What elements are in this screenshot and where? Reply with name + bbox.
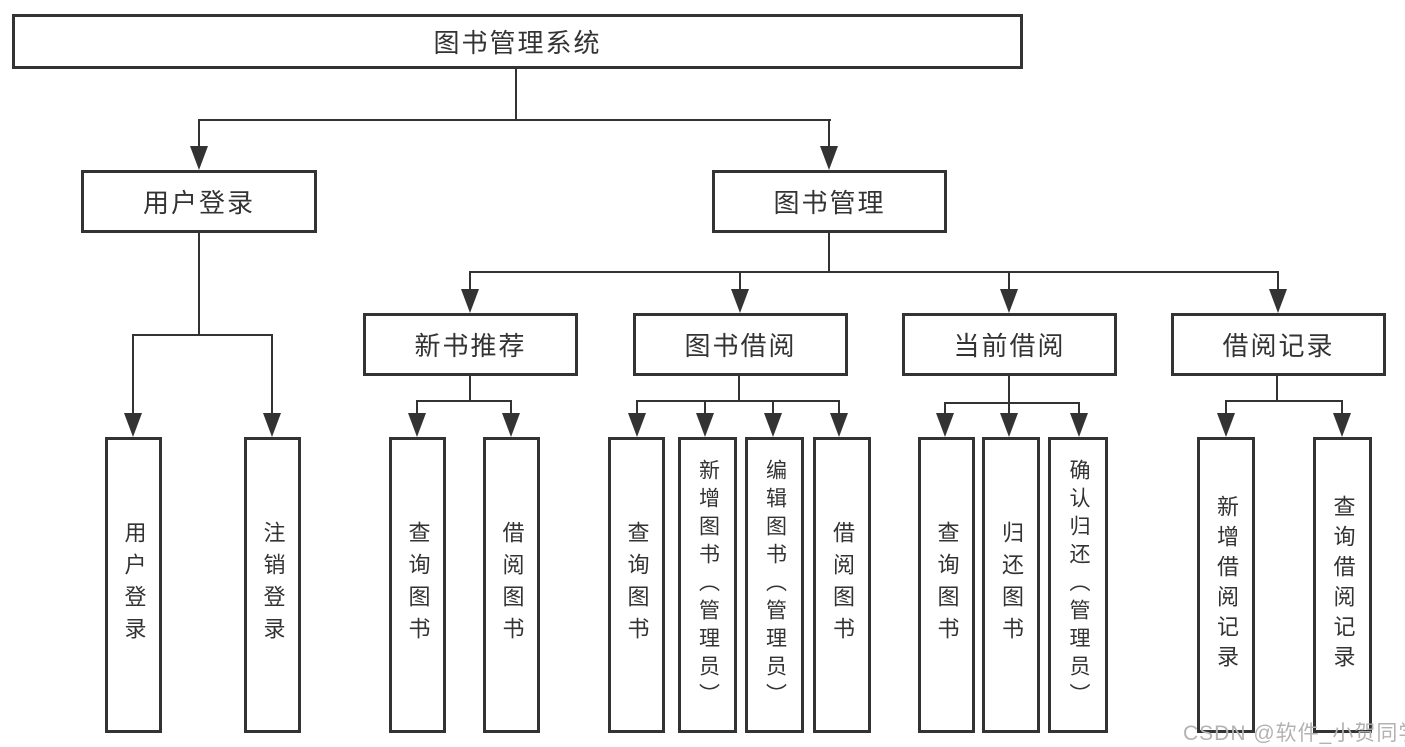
leaf-borrow-query-books: 查询图书: [608, 437, 665, 733]
leaf-return-book: 归还图书: [982, 437, 1040, 733]
connector-mgmt-drop-4: [1277, 271, 1279, 293]
connector-borrow-drop-2: [704, 400, 706, 418]
connector-mgmt-stem: [828, 233, 830, 273]
connector-current-drop-2: [1008, 402, 1010, 418]
connector-current-bar: [944, 402, 1080, 404]
leaf-user-login: 用户登录: [105, 437, 162, 733]
leaf-logout: 注销登录: [244, 437, 301, 733]
connector-current-stem: [1008, 376, 1010, 404]
leaf-add-borrow-record: 新增借阅记录: [1197, 437, 1255, 733]
arrowhead-borrow-leaf-1: [628, 413, 646, 437]
connector-borrow-drop-4: [838, 400, 840, 418]
leaf-add-book-admin: 新增图书（管理员）: [678, 437, 737, 733]
arrowhead-records-leaf-2: [1333, 413, 1351, 437]
leaf-edit-book-admin: 编辑图书（管理员）: [745, 437, 804, 733]
arrowhead-book-mgmt: [820, 146, 838, 170]
arrowhead-login-leaf-2: [263, 413, 281, 437]
arrowhead-rec-leaf-2: [502, 413, 520, 437]
connector-user-login-drop: [198, 119, 200, 151]
arrowhead-book-borrow: [731, 289, 749, 313]
node-root: 图书管理系统: [12, 14, 1023, 69]
node-user-login: 用户登录: [81, 170, 317, 233]
connector-rec-bar: [416, 400, 512, 402]
arrowhead-borrow-records: [1269, 289, 1287, 313]
connector-mgmt-bar: [469, 271, 1279, 273]
watermark: CSDN @软件_小贺同学: [1183, 722, 1405, 745]
connector-rec-drop-1: [416, 400, 418, 418]
connector-login-drop-1: [132, 334, 134, 416]
leaf-confirm-return-admin: 确认归还（管理员）: [1048, 437, 1108, 733]
connector-login-bar: [132, 334, 273, 336]
arrowhead-current-leaf-3: [1070, 413, 1088, 437]
node-current-borrow: 当前借阅: [902, 313, 1117, 376]
leaf-rec-query-books: 查询图书: [389, 437, 446, 733]
leaf-query-borrow-record: 查询借阅记录: [1313, 437, 1372, 733]
arrowhead-current-leaf-2: [1000, 413, 1018, 437]
node-borrow-records: 借阅记录: [1171, 313, 1386, 376]
arrowhead-current-leaf-1: [936, 413, 954, 437]
connector-root-bar: [198, 119, 831, 121]
arrowhead-current-borrow: [1000, 289, 1018, 313]
connector-borrow-bar: [636, 400, 840, 402]
connector-records-stem: [1276, 376, 1278, 402]
connector-root-stem: [515, 69, 517, 120]
connector-borrow-stem: [738, 376, 740, 402]
leaf-current-query-books: 查询图书: [918, 437, 975, 733]
connector-current-drop-3: [1078, 402, 1080, 418]
arrowhead-user-login: [190, 146, 208, 170]
node-book-mgmt: 图书管理: [712, 170, 947, 233]
connector-records-drop-1: [1225, 400, 1227, 418]
connector-login-drop-2: [271, 334, 273, 416]
connector-current-drop-1: [944, 402, 946, 418]
connector-book-mgmt-drop: [828, 119, 830, 151]
connector-rec-drop-2: [510, 400, 512, 418]
connector-records-bar: [1225, 400, 1343, 402]
connector-mgmt-drop-1: [469, 271, 471, 293]
connector-mgmt-drop-3: [1008, 271, 1010, 293]
arrowhead-records-leaf-1: [1217, 413, 1235, 437]
node-new-book-rec: 新书推荐: [363, 313, 578, 376]
connector-login-stem: [198, 233, 200, 336]
connector-records-drop-2: [1341, 400, 1343, 418]
arrowhead-login-leaf-1: [124, 413, 142, 437]
connector-borrow-drop-1: [636, 400, 638, 418]
leaf-borrow-borrow-books: 借阅图书: [813, 437, 871, 733]
connector-mgmt-drop-2: [739, 271, 741, 293]
connector-rec-stem: [469, 376, 471, 402]
arrowhead-rec-leaf-1: [408, 413, 426, 437]
node-book-borrow: 图书借阅: [633, 313, 848, 376]
connector-borrow-drop-3: [772, 400, 774, 418]
arrowhead-borrow-leaf-3: [764, 413, 782, 437]
arrowhead-borrow-leaf-2: [696, 413, 714, 437]
leaf-rec-borrow-books: 借阅图书: [483, 437, 540, 733]
arrowhead-borrow-leaf-4: [830, 413, 848, 437]
arrowhead-new-book-rec: [461, 289, 479, 313]
